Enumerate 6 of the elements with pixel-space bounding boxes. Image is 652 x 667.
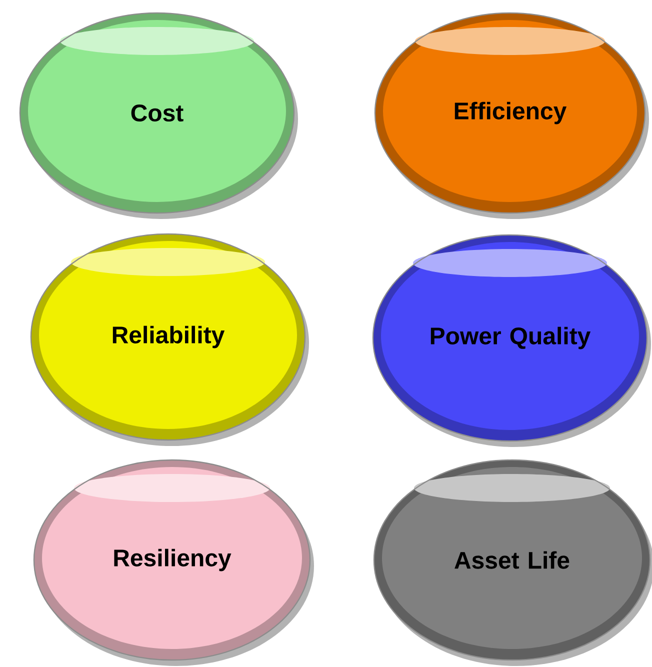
ellipse-button: Power Quality [372, 234, 651, 447]
ellipse-button: Reliability [30, 233, 309, 446]
ellipse-button: Asset Life [373, 459, 652, 666]
ellipse-button: Efficiency [374, 12, 649, 219]
ellipse-button: Resiliency [33, 459, 314, 666]
ellipse-button: Cost [19, 12, 298, 219]
